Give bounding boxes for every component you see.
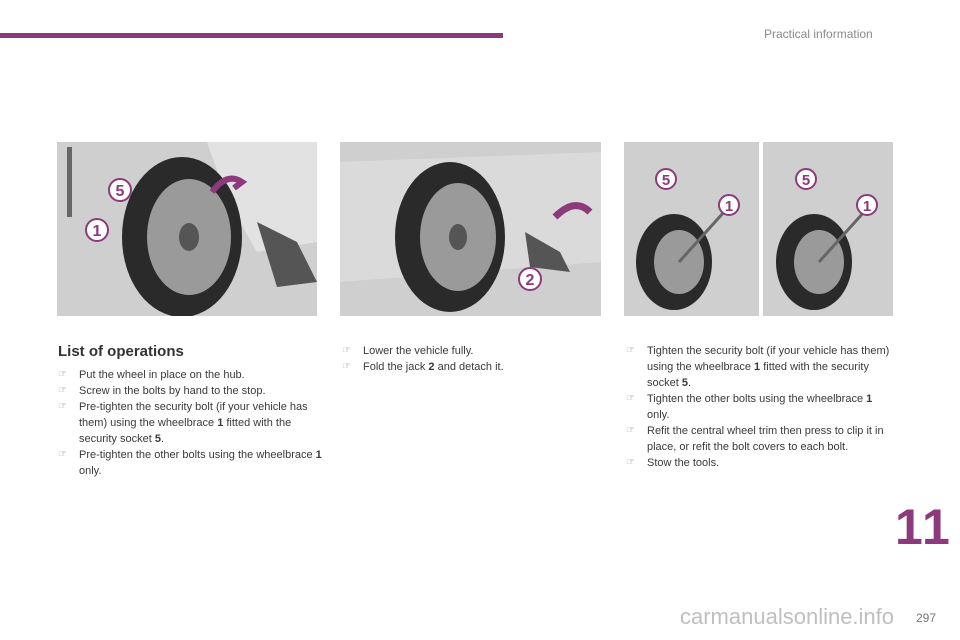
illustration-tighten-bolts: 5 1 5 1 — [624, 142, 893, 316]
bullet-hand-icon: ☞ — [58, 449, 67, 460]
operations-column-1: List of operations ☞Put the wheel in pla… — [58, 343, 323, 479]
list-item: ☞Fold the jack 2 and detach it. — [342, 361, 504, 373]
page-number: 297 — [916, 611, 937, 625]
bullet-hand-icon: ☞ — [626, 345, 635, 356]
bullet-hand-icon: ☞ — [58, 369, 67, 380]
operations-column-2: ☞Lower the vehicle fully. ☞Fold the jack… — [342, 343, 602, 375]
section-title: Practical information — [764, 27, 873, 41]
callout-1: 1 — [85, 218, 109, 242]
chapter-number: 11 — [895, 499, 952, 555]
operations-column-3: ☞Tighten the security bolt (if your vehi… — [626, 343, 892, 471]
bullet-hand-icon: ☞ — [626, 393, 635, 404]
list-item: ☞Tighten the security bolt (if your vehi… — [626, 345, 890, 389]
section-heading: List of operations — [58, 343, 184, 360]
bullet-hand-icon: ☞ — [342, 361, 351, 372]
list-item: ☞Put the wheel in place on the hub. — [58, 369, 245, 381]
list-item: ☞Pre-tighten the security bolt (if your … — [58, 401, 308, 445]
bullet-hand-icon: ☞ — [58, 401, 67, 412]
watermark: carmanualsonline.info — [680, 604, 895, 629]
callout-5: 5 — [655, 168, 677, 190]
bullet-hand-icon: ☞ — [58, 385, 67, 396]
illustration-lower-vehicle: 2 — [340, 142, 601, 316]
svg-text:5: 5 — [802, 172, 810, 189]
callout-5: 5 — [795, 168, 817, 190]
bullet-hand-icon: ☞ — [342, 345, 351, 356]
list-item: ☞Lower the vehicle fully. — [342, 345, 474, 357]
svg-text:5: 5 — [662, 172, 670, 189]
callout-1: 1 — [718, 194, 740, 216]
callout-1: 1 — [856, 194, 878, 216]
list-item: ☞Stow the tools. — [626, 457, 720, 469]
svg-text:2: 2 — [526, 272, 535, 289]
svg-text:5: 5 — [116, 183, 125, 200]
list-item: ☞Pre-tighten the other bolts using the w… — [58, 449, 322, 477]
header-accent-bar — [0, 33, 503, 38]
callout-5: 5 — [108, 178, 132, 202]
bullet-hand-icon: ☞ — [626, 425, 635, 436]
svg-text:1: 1 — [863, 198, 871, 215]
list-item: ☞Screw in the bolts by hand to the stop. — [58, 385, 266, 397]
illustration-wheel-fitting: 5 1 — [57, 142, 317, 316]
svg-text:1: 1 — [93, 223, 102, 240]
svg-text:1: 1 — [725, 198, 733, 215]
callout-2: 2 — [518, 267, 542, 291]
bullet-hand-icon: ☞ — [626, 457, 635, 468]
list-item: ☞Refit the central wheel trim then press… — [626, 425, 884, 453]
list-item: ☞Tighten the other bolts using the wheel… — [626, 393, 873, 421]
